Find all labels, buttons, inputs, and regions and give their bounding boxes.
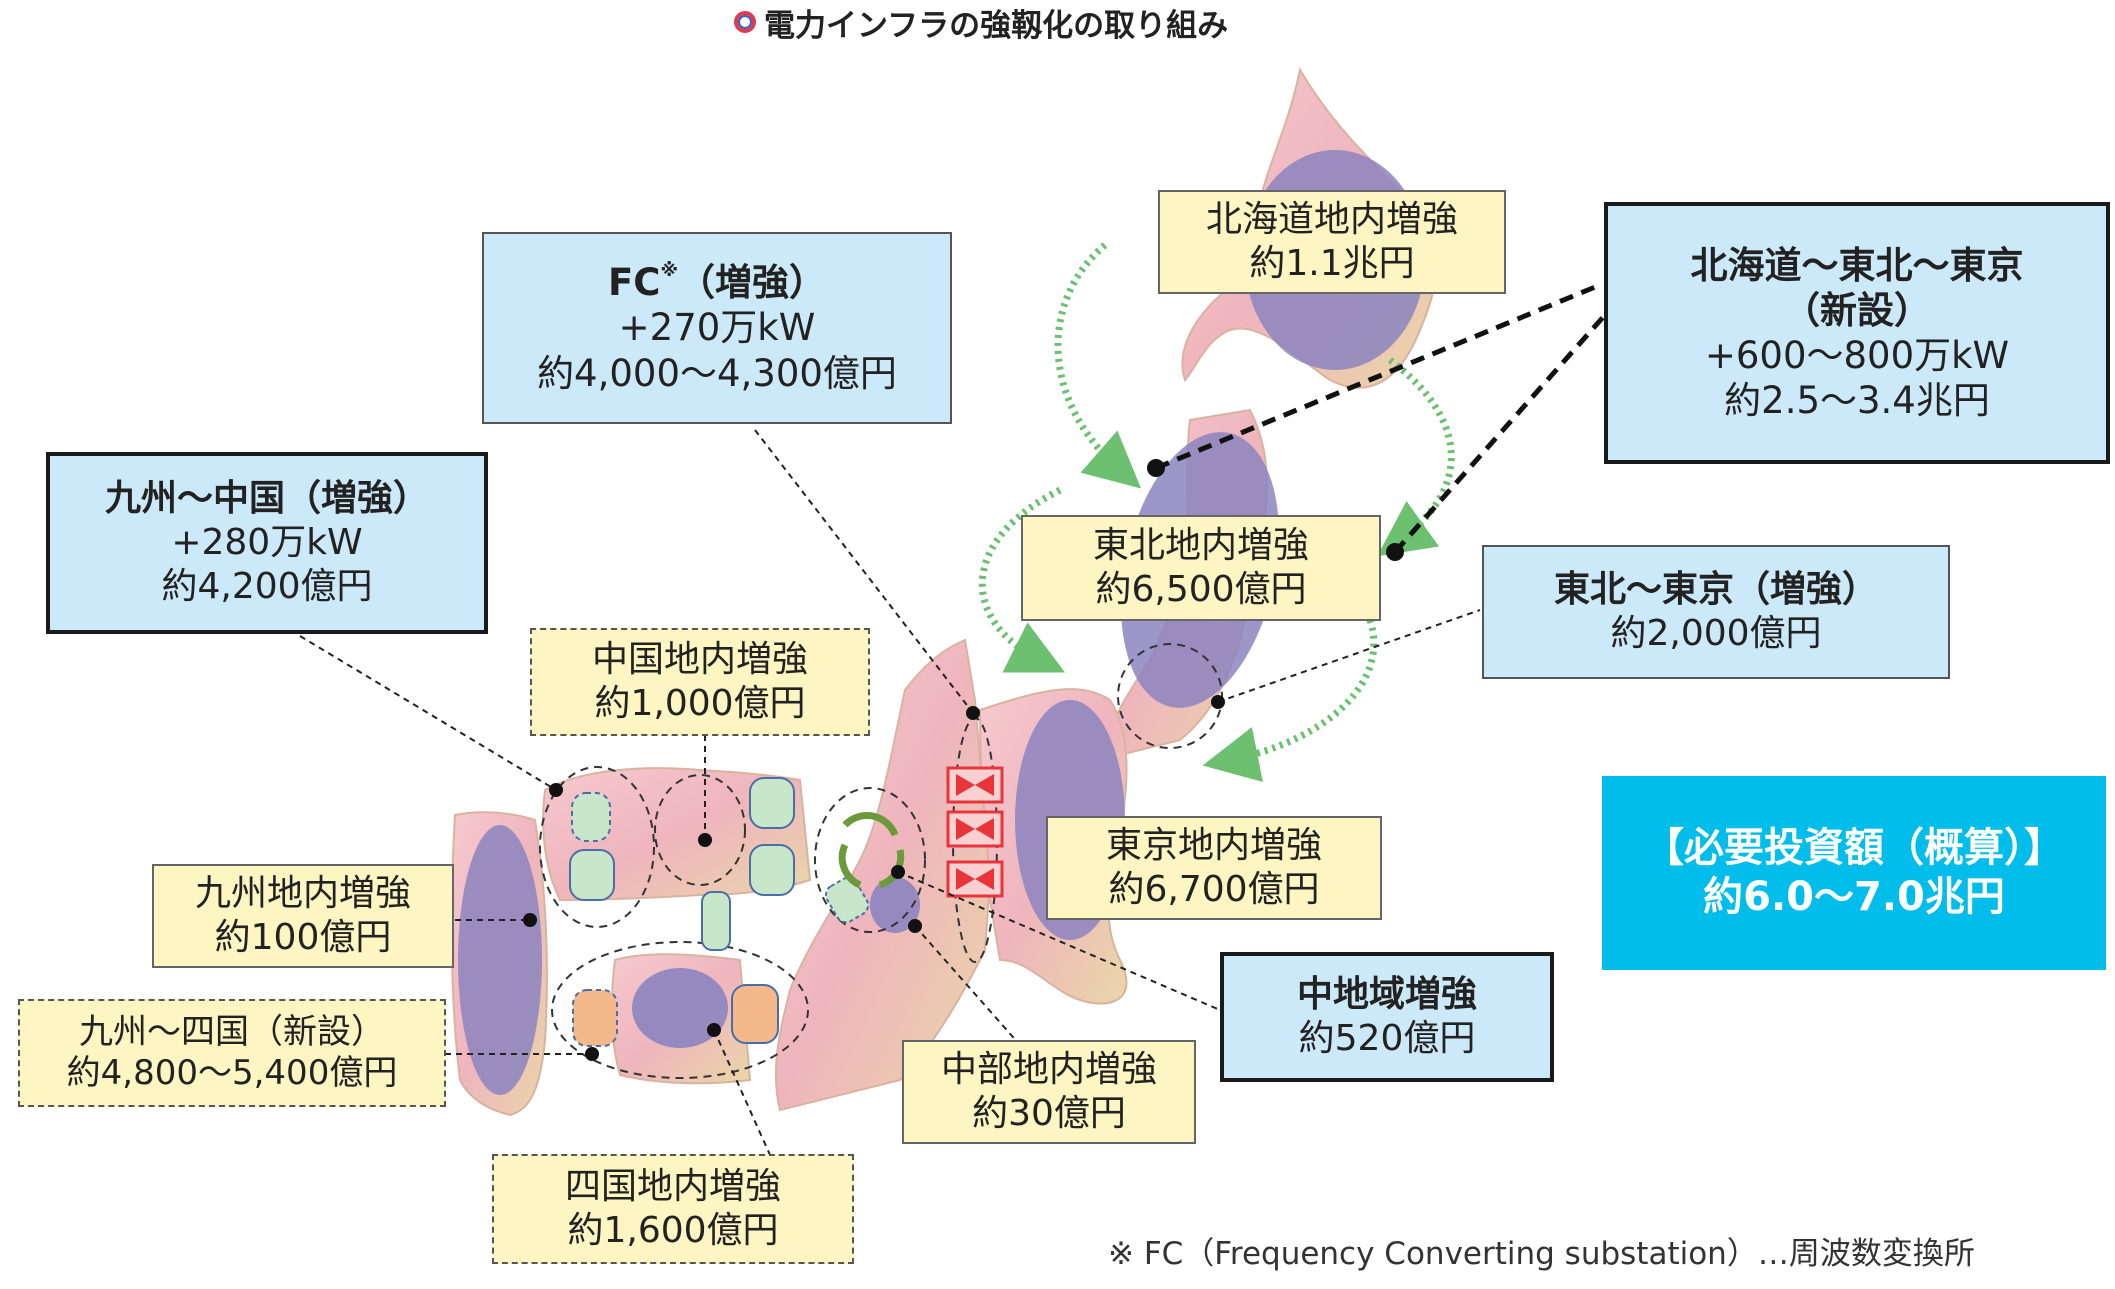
label-name: 中地域増強: [1296, 974, 1477, 1016]
total-heading: 【必要投資額（概算）】: [1644, 825, 2064, 872]
label-mark: ※: [660, 260, 678, 282]
kyushu-shikoku-ring: [551, 941, 809, 1079]
label-hokkaido-internal: 北海道地内増強 約1.1兆円: [1158, 190, 1506, 294]
leader-kyushu-chugoku: [299, 635, 557, 791]
bullet-ring-icon: [734, 11, 756, 33]
tohoku-tokyo-ring: [1117, 643, 1223, 749]
leader-central-region: [897, 871, 1221, 1011]
label-name: 東京地内増強: [1105, 825, 1322, 867]
label-kyushu-internal: 九州地内増強 約100億円: [152, 864, 454, 968]
dot-hokkaido-tohoku-b: [1386, 543, 1404, 561]
label-central-region: 中地域増強 約520億円: [1220, 952, 1554, 1082]
cyl-shikoku-link: [701, 891, 731, 951]
label-value: 約1.1兆円: [1249, 243, 1415, 284]
label-name: 北海道～東北～東京: [1690, 243, 2024, 287]
shikoku-region: [632, 968, 728, 1048]
label-capacity: +280万kW: [171, 522, 363, 564]
dot-kyushu-shikoku: [585, 1047, 599, 1061]
cyl-chugoku-2: [749, 844, 795, 896]
arrow-tohoku-tokyo: [1202, 618, 1378, 782]
label-name: FC: [608, 261, 661, 305]
label-tohoku-internal: 東北地内増強 約6,500億円: [1021, 515, 1381, 621]
cyl-chugoku-1: [749, 777, 795, 829]
label-shikoku-internal: 四国地内増強 約1,600億円: [492, 1154, 854, 1264]
label-chugoku-internal: 中国地内増強 約1,000億円: [530, 628, 870, 736]
label-value: 約2.5～3.4兆円: [1724, 379, 1990, 423]
label-name: 中部地内増強: [940, 1049, 1157, 1091]
leader-new-line-a: [1155, 282, 1601, 471]
chubu-ring: [814, 787, 926, 933]
label-value: 約1,600億円: [567, 1210, 779, 1251]
dot-kyushu-internal: [523, 913, 537, 927]
label-name: 中国地内増強: [591, 639, 808, 681]
fc-blocks: [946, 766, 1004, 898]
label-hokkaido-tohoku-tokyo: 北海道～東北～東京 （新設） +600～800万kW 約2.5～3.4兆円: [1604, 202, 2110, 464]
cyl-kyushu-chugoku-1: [569, 849, 615, 901]
kyushu-region: [458, 825, 542, 1095]
label-tag: （増強）: [677, 261, 826, 305]
page-title: 電力インフラの強靱化の取り組み: [734, 0, 1228, 44]
dot-shikoku-internal: [707, 1023, 721, 1037]
label-name: 東北～東京（増強）: [1553, 569, 1878, 611]
cyl-chubu: [824, 876, 870, 924]
label-capacity: +270万kW: [618, 306, 816, 350]
cyl-kyushu-shikoku-1: [572, 989, 618, 1047]
label-value: 約520億円: [1298, 1018, 1476, 1059]
cyl-kyushu-chugoku-new: [571, 792, 611, 842]
cyl-kyushu-shikoku-2: [731, 984, 779, 1044]
dot-hokkaido-tohoku-a: [1147, 459, 1165, 477]
footnote: ※ FC（Frequency Converting substation）…周波…: [1108, 1236, 1975, 1272]
dot-central-region: [891, 865, 905, 879]
label-capacity: +600～800万kW: [1704, 334, 2010, 377]
label-name: 四国地内増強: [564, 1166, 781, 1208]
label-kyushu-chugoku: 九州～中国（増強） +280万kW 約4,200億円: [46, 452, 488, 634]
chubu-shape: [774, 638, 992, 1112]
label-tohoku-tokyo: 東北～東京（増強） 約2,000億円: [1482, 545, 1950, 679]
label-chubu-internal: 中部地内増強 約30億円: [902, 1040, 1196, 1144]
dot-tohoku-tokyo: [1211, 695, 1225, 709]
label-value: 約100億円: [214, 917, 392, 958]
label-name: 九州～四国（新設）: [79, 1011, 385, 1052]
label-name: 九州～中国（増強）: [104, 478, 429, 520]
label-fc: FC※（増強） +270万kW 約4,000～4,300億円: [482, 232, 952, 424]
label-value: 約2,000億円: [1610, 613, 1822, 654]
label-name: 九州地内増強: [194, 873, 411, 915]
leader-shikoku-internal: [713, 1029, 771, 1156]
total-investment: 【必要投資額（概算）】 約6.0～7.0兆円: [1602, 776, 2106, 970]
leader-chubu-internal: [914, 925, 1021, 1046]
dot-kyushu-chugoku: [549, 783, 563, 797]
label-value: 約6,700億円: [1108, 869, 1320, 910]
chugoku-internal-ring: [654, 774, 746, 886]
page-title-text: 電力インフラの強靱化の取り組み: [764, 7, 1229, 44]
label-value: 約1,000億円: [594, 683, 806, 724]
dot-chubu-internal: [908, 919, 922, 933]
label-name: 東北地内増強: [1092, 525, 1309, 567]
label-name: 北海道地内増強: [1205, 199, 1458, 241]
label-kyushu-shikoku: 九州～四国（新設） 約4,800～5,400億円: [18, 999, 446, 1107]
arrow-tohoku-left: [978, 486, 1066, 673]
label-value: 約4,000～4,300億円: [537, 351, 897, 395]
total-value: 約6.0～7.0兆円: [1703, 874, 2005, 920]
label-tokyo-internal: 東京地内増強 約6,700億円: [1046, 816, 1382, 920]
leader-new-line-b: [1393, 313, 1607, 554]
label-value: 約4,200億円: [161, 565, 373, 607]
chubu-region: [870, 877, 920, 933]
label-value: 約6,500億円: [1095, 569, 1307, 610]
leader-tohoku-tokyo: [1217, 609, 1481, 703]
label-tag: （新設）: [1783, 288, 1931, 332]
label-value: 約4,800～5,400億円: [66, 1053, 398, 1093]
label-value: 約30億円: [972, 1093, 1126, 1134]
dot-chugoku-internal: [698, 833, 712, 847]
dot-fc: [966, 706, 980, 720]
kyushu-chugoku-ring: [539, 766, 655, 928]
arrow-hokkaido-return: [1377, 357, 1455, 557]
leader-fc: [754, 429, 974, 714]
arrow-hokkaido-tohoku: [1054, 242, 1142, 489]
